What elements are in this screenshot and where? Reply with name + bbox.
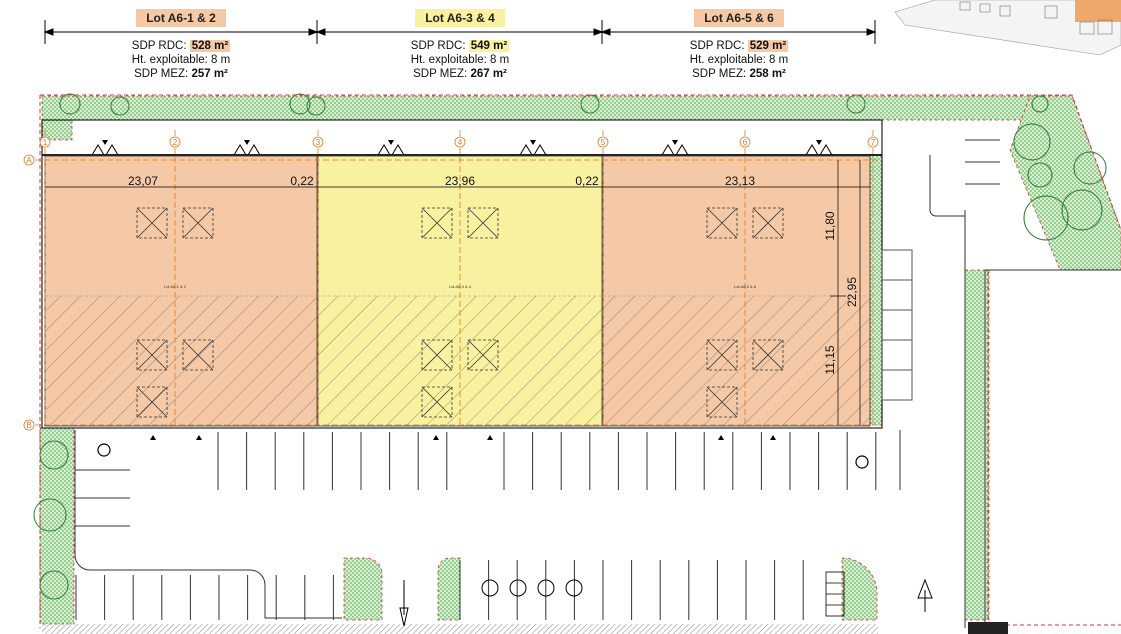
skylight <box>706 339 738 371</box>
skylight <box>182 339 214 371</box>
skylight <box>752 207 784 239</box>
joint-width-1: 0,22 <box>290 174 314 188</box>
grid-label-7: 7 <box>871 138 876 147</box>
accessible-parking-icons <box>97 443 869 469</box>
grid-label-1: 1 <box>43 138 48 147</box>
grid-label-5: 5 <box>601 138 606 147</box>
skylight <box>182 207 214 239</box>
lot-sdp-info: SDP RDC: 528 m² Ht. exploitable: 8 m SDP… <box>131 40 231 80</box>
lot-width-3: 23,13 <box>725 174 755 188</box>
skylight <box>706 207 738 239</box>
door-arrows <box>102 140 822 440</box>
skylight <box>706 386 738 418</box>
bottom-right-block <box>968 622 1008 634</box>
waste-enclosure <box>825 571 845 617</box>
skylight <box>467 207 499 239</box>
roads <box>74 155 1121 628</box>
traffic-arrows <box>399 578 933 627</box>
side-racks <box>881 249 913 401</box>
skylight <box>752 339 784 371</box>
skylight <box>136 386 168 418</box>
grid-column-markers <box>23 136 879 431</box>
plan-lot-label-3: Lot A6-5 & 6 <box>734 284 757 289</box>
depth-front: 11,80 <box>823 211 837 240</box>
skylight <box>421 386 453 418</box>
skylight <box>421 207 453 239</box>
skylight <box>136 207 168 239</box>
header-dimension-line <box>43 20 877 44</box>
lot-header-1: Lot A6-1 & 2 SDP RDC: 528 m² Ht. exploit… <box>45 0 317 92</box>
mezzanine-hatch <box>45 296 870 426</box>
skylight <box>467 339 499 371</box>
grid-label-4: 4 <box>458 138 463 147</box>
parking-left-stalls <box>75 469 130 527</box>
plan-lot-label-1: Lot A6-1 & 2 <box>164 284 187 289</box>
grid-label-6: 6 <box>743 138 748 147</box>
depth-rear: 11,15 <box>823 345 837 374</box>
skylight <box>136 339 168 371</box>
structural-grid <box>35 130 880 428</box>
grid-label-2: 2 <box>173 138 178 147</box>
plan-lot-label-2: Lot A6-3 & 4 <box>449 284 472 289</box>
bottom-edge-hatch <box>42 624 878 634</box>
lot-title: Lot A6-1 & 2 <box>136 9 226 27</box>
parking-stalls <box>75 432 877 620</box>
lot-width-1: 23,07 <box>128 174 158 188</box>
ev-charging-icons <box>481 579 583 597</box>
lot-sdp-info: SDP RDC: 549 m² Ht. exploitable: 8 m SDP… <box>410 40 510 80</box>
lot-title: Lot A6-3 & 4 <box>415 9 505 27</box>
depth-total: 22,95 <box>845 277 859 307</box>
grid-label-3: 3 <box>316 138 321 147</box>
grid-label-b: B <box>26 421 31 430</box>
lot-header-3: Lot A6-5 & 6 SDP RDC: 529 m² Ht. exploit… <box>603 0 875 92</box>
lot-width-2: 23,96 <box>445 174 475 188</box>
building-thumbnail <box>894 0 1121 56</box>
lot-sdp-info: SDP RDC: 529 m² Ht. exploitable: 8 m SDP… <box>689 40 789 80</box>
grid-label-a: A <box>26 156 32 165</box>
vertical-dimension-lines <box>830 160 861 425</box>
roof-skylights <box>136 207 784 418</box>
loading-doors <box>91 144 833 156</box>
skylight <box>421 339 453 371</box>
lot-title: Lot A6-5 & 6 <box>694 9 784 27</box>
lot-header-2: Lot A6-3 & 4 SDP RDC: 549 m² Ht. exploit… <box>318 0 602 92</box>
joint-width-2: 0,22 <box>575 174 599 188</box>
right-parking-lines <box>965 139 1000 185</box>
